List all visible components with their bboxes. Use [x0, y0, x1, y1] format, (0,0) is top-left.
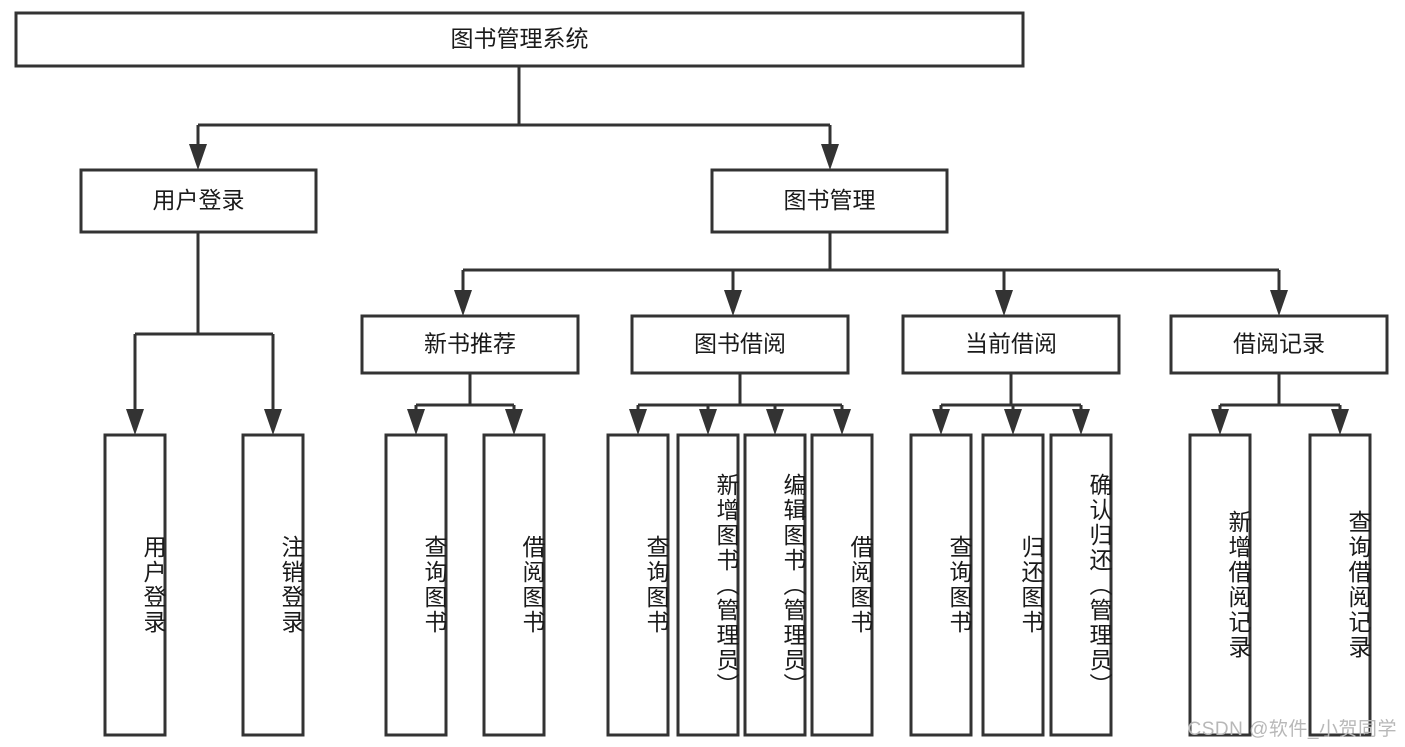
leaf-node-box[interactable]	[810, 433, 874, 737]
level2-node-label: 用户登录	[153, 187, 245, 213]
arrow-head-icon	[454, 290, 472, 316]
level3-node-2[interactable]: 图书借阅	[630, 314, 850, 375]
leaf-node-1[interactable]	[103, 433, 167, 737]
level3-node-4[interactable]: 借阅记录	[1169, 314, 1389, 375]
leaf-node-13[interactable]	[1308, 433, 1372, 737]
arrow-head-icon	[629, 409, 647, 435]
arrow-head-icon	[932, 409, 950, 435]
arrow-head-icon	[833, 409, 851, 435]
leaf-node-5[interactable]	[606, 433, 670, 737]
leaf-node-12[interactable]	[1188, 433, 1252, 737]
leaf-node-7[interactable]	[743, 433, 807, 737]
level2-node-1[interactable]: 用户登录	[79, 168, 318, 234]
root-node-label: 图书管理系统	[451, 26, 589, 52]
arrow-head-icon	[1270, 290, 1288, 316]
arrow-head-icon	[407, 409, 425, 435]
leaf-node-box[interactable]	[606, 433, 670, 737]
level3-node-box[interactable]	[901, 314, 1121, 375]
arrow-head-icon	[724, 290, 742, 316]
level2-node-box[interactable]	[710, 168, 949, 234]
leaf-node-box[interactable]	[1049, 433, 1113, 737]
arrow-head-icon	[821, 144, 839, 170]
leaf-node-box[interactable]	[1188, 433, 1252, 737]
leaf-node-11[interactable]	[1049, 433, 1113, 737]
arrow-head-icon	[189, 144, 207, 170]
leaf-node-9[interactable]	[909, 433, 973, 737]
leaf-node-box[interactable]	[676, 433, 740, 737]
arrow-head-icon	[1004, 409, 1022, 435]
level2-node-2[interactable]: 图书管理	[710, 168, 949, 234]
level3-node-1[interactable]: 新书推荐	[360, 314, 580, 375]
leaf-node-box[interactable]	[909, 433, 973, 737]
arrow-head-icon	[995, 290, 1013, 316]
watermark: CSDN @软件_小贺同学	[1187, 719, 1397, 740]
level3-node-box[interactable]	[360, 314, 580, 375]
arrow-head-icon	[264, 409, 282, 435]
leaf-node-box[interactable]	[1308, 433, 1372, 737]
leaf-node-8[interactable]	[810, 433, 874, 737]
leaf-node-10[interactable]	[981, 433, 1045, 737]
root-node-1[interactable]: 图书管理系统	[14, 11, 1025, 68]
leaf-node-3[interactable]	[384, 433, 448, 737]
leaf-node-box[interactable]	[981, 433, 1045, 737]
level3-node-box[interactable]	[1169, 314, 1389, 375]
level3-node-3[interactable]: 当前借阅	[901, 314, 1121, 375]
level2-node-box[interactable]	[79, 168, 318, 234]
root-node-box[interactable]	[14, 11, 1025, 68]
level3-node-label: 借阅记录	[1233, 331, 1325, 357]
leaf-node-box[interactable]	[384, 433, 448, 737]
leaf-node-4[interactable]	[482, 433, 546, 737]
arrow-head-icon	[1331, 409, 1349, 435]
level3-node-label: 图书借阅	[694, 331, 786, 357]
arrow-head-icon	[505, 409, 523, 435]
arrow-head-icon	[1211, 409, 1229, 435]
arrow-head-icon	[699, 409, 717, 435]
level3-node-box[interactable]	[630, 314, 850, 375]
leaf-node-6[interactable]	[676, 433, 740, 737]
level3-node-label: 新书推荐	[424, 331, 516, 357]
leaf-node-box[interactable]	[482, 433, 546, 737]
arrow-head-icon	[766, 409, 784, 435]
arrow-head-icon	[126, 409, 144, 435]
arrow-head-icon	[1072, 409, 1090, 435]
leaf-node-box[interactable]	[743, 433, 807, 737]
level3-node-label: 当前借阅	[965, 331, 1057, 357]
leaf-node-box[interactable]	[241, 433, 305, 737]
edges-layer	[126, 66, 1349, 435]
level2-node-label: 图书管理	[784, 187, 876, 213]
leaf-node-box[interactable]	[103, 433, 167, 737]
leaf-node-2[interactable]	[241, 433, 305, 737]
